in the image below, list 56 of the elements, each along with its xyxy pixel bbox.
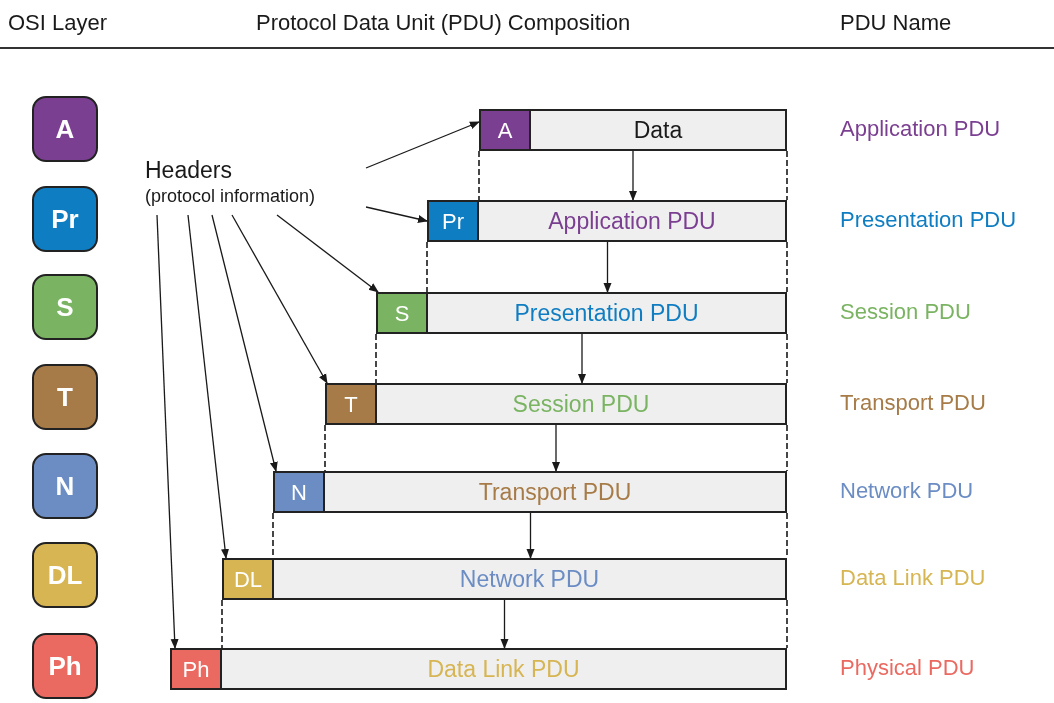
dashed-line (324, 424, 326, 472)
column-heading: PDU Name (840, 9, 952, 37)
payload-box: Transport PDU (325, 471, 787, 513)
arrow (365, 206, 428, 223)
dashed-line (426, 241, 428, 293)
column-heading: Protocol Data Unit (PDU) Composition (256, 9, 631, 37)
dashed-line (786, 150, 788, 201)
layer-badge: S (32, 274, 98, 340)
payload-box: Data (531, 109, 787, 151)
arrow (552, 424, 560, 472)
payload-box: Session PDU (377, 383, 787, 425)
header-box: A (479, 109, 531, 151)
dashed-line (221, 599, 223, 649)
payload-box: Application PDU (479, 200, 787, 242)
arrow (231, 214, 328, 384)
dashed-line (478, 150, 480, 201)
layer-badge: N (32, 453, 98, 519)
layer-badge: Ph (32, 633, 98, 699)
column-heading: OSI Layer (8, 9, 108, 37)
pdu-name: Physical PDU (840, 654, 975, 682)
arrow (365, 121, 480, 169)
arrow (276, 214, 379, 293)
pdu-name: Transport PDU (840, 389, 986, 417)
pdu-name: Presentation PDU (840, 206, 1017, 234)
arrow (578, 333, 586, 384)
pdu-name: Network PDU (840, 477, 974, 505)
header-box: Pr (427, 200, 479, 242)
arrow (603, 241, 612, 293)
arrow (526, 512, 535, 559)
arrow (156, 214, 179, 649)
arrow (629, 150, 637, 201)
arrow (187, 214, 229, 559)
dashed-line (786, 333, 788, 384)
layer-badge: A (32, 96, 98, 162)
header-box: DL (222, 558, 274, 600)
pdu-name: Data Link PDU (840, 564, 986, 592)
layer-badge: DL (32, 542, 98, 608)
dashed-line (375, 333, 377, 384)
annotation-heading: Headers (145, 156, 233, 184)
pdu-name: Session PDU (840, 298, 971, 326)
arrow (500, 599, 509, 649)
layer-badge: Pr (32, 186, 98, 252)
pdu-name: Application PDU (840, 115, 1001, 143)
layer-badge: T (32, 364, 98, 430)
payload-box: Network PDU (274, 558, 787, 600)
dashed-line (786, 424, 788, 472)
payload-box: Data Link PDU (222, 648, 787, 690)
header-box: S (376, 292, 428, 334)
dashed-line (786, 241, 788, 293)
dashed-line (786, 599, 788, 649)
header-box: Ph (170, 648, 222, 690)
payload-box: Presentation PDU (428, 292, 787, 334)
header-box: N (273, 471, 325, 513)
header-box: T (325, 383, 377, 425)
arrow (211, 214, 278, 472)
annotation-text: (protocol information) (145, 185, 317, 208)
